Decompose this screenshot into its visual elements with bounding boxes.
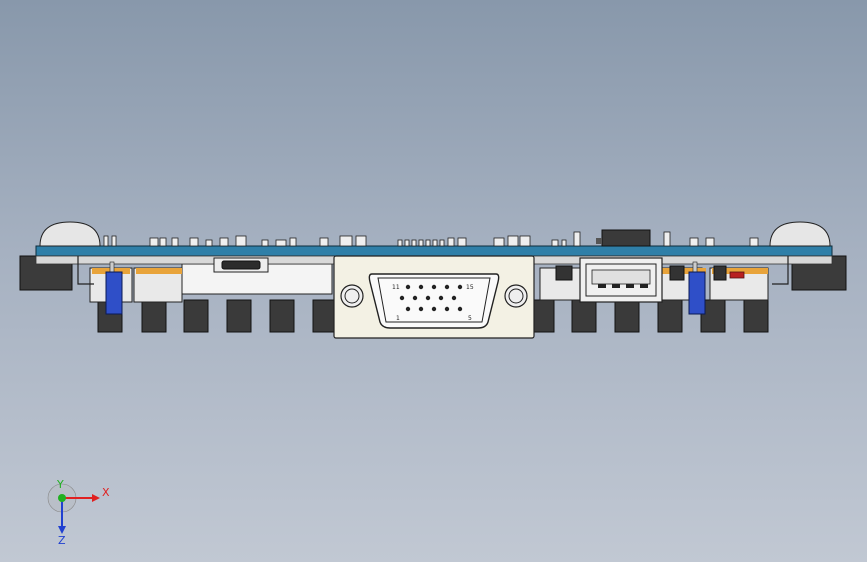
vga-pin — [438, 295, 444, 301]
vga-pin — [431, 306, 437, 312]
pcb-board — [35, 245, 833, 257]
vga-pin-label-11: 11 — [392, 284, 400, 291]
coordinate-triad: X Y Z — [47, 480, 110, 547]
top-components — [103, 231, 759, 247]
right-dome-foot — [769, 221, 831, 247]
small-part-right-of-usb — [669, 265, 685, 281]
vga-pin — [405, 284, 411, 290]
vga-pin — [431, 284, 437, 290]
vga-pin — [405, 306, 411, 312]
y-axis-label: Y — [56, 480, 64, 491]
vga-pin — [457, 306, 463, 312]
blue-pin-right — [688, 261, 706, 315]
vga-pins — [399, 284, 463, 312]
vga-screw-right — [504, 284, 528, 308]
z-axis-arrow — [58, 526, 66, 534]
vga-pin-label-1: 1 — [396, 315, 400, 322]
vga-screw-left — [340, 284, 364, 308]
z-axis-label: Z — [58, 534, 66, 547]
vga-pin — [412, 295, 418, 301]
micro-usb-port — [221, 260, 261, 270]
vga-pin-label-5: 5 — [468, 315, 472, 322]
vga-pin — [399, 295, 405, 301]
vga-shell — [368, 273, 500, 329]
dark-part-right — [713, 265, 727, 281]
vga-pin — [418, 306, 424, 312]
x-axis-label: X — [102, 486, 110, 499]
vga-pin — [451, 295, 457, 301]
x-axis-arrow — [92, 494, 100, 502]
vga-pin — [444, 284, 450, 290]
vga-connector: 11 15 1 5 — [333, 255, 535, 339]
usb-a-connector — [579, 257, 663, 303]
blue-pin-left — [105, 261, 123, 315]
side-clips — [77, 256, 789, 285]
left-dome-foot — [39, 221, 101, 247]
vga-pin — [425, 295, 431, 301]
small-part-left-of-usb — [555, 265, 573, 281]
top-component-small-dark — [596, 238, 602, 244]
vga-pin — [418, 284, 424, 290]
red-led — [729, 271, 745, 279]
top-ic-chip — [601, 229, 651, 247]
vga-inner — [377, 277, 491, 323]
vga-pin — [444, 306, 450, 312]
y-axis-dot — [58, 494, 66, 502]
vga-pin — [457, 284, 463, 290]
vga-pin-label-15: 15 — [466, 284, 474, 291]
